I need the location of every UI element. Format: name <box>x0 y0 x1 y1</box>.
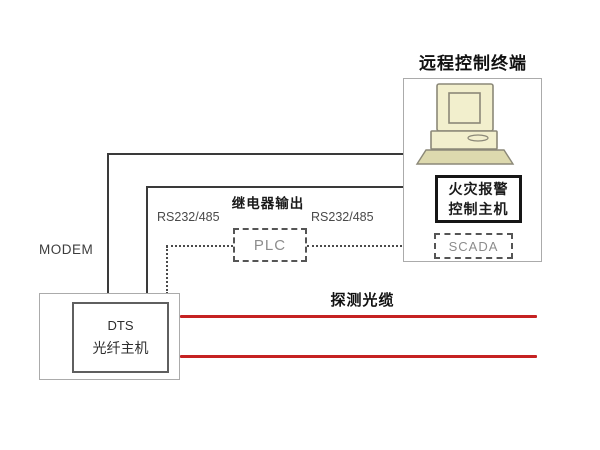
rs232-485-label-left: RS232/485 <box>157 210 220 224</box>
modem-connection-line-horizontal <box>107 153 428 155</box>
fire-alarm-host-label-line2: 控制主机 <box>448 201 509 217</box>
relay-connection-line-vertical <box>146 186 148 304</box>
detection-cable-line-bottom <box>180 355 537 358</box>
rs232-485-label-right: RS232/485 <box>311 210 374 224</box>
fire-alarm-host-box: 火灾报警 控制主机 <box>435 175 522 223</box>
detection-cable-line-top <box>180 315 537 318</box>
fire-alarm-host-label-line1: 火灾报警 <box>448 180 509 197</box>
plc-label: PLC <box>253 236 287 254</box>
dts-label: DTS <box>107 317 134 333</box>
rs232-line-vertical-to-dts <box>166 246 168 294</box>
relay-output-label: 继电器输出 <box>231 196 305 211</box>
rs232-line-plc-to-scada <box>307 245 434 247</box>
scada-label: SCADA <box>448 238 499 254</box>
plc-box: PLC <box>233 228 307 262</box>
modem-label: MODEM <box>39 242 94 257</box>
rs232-line-dts-to-plc <box>166 245 233 247</box>
modem-connection-line-vertical <box>107 153 109 304</box>
remote-terminal-title: 远程控制终端 <box>419 54 527 73</box>
desktop-computer-icon <box>415 83 515 165</box>
relay-connection-line-horizontal <box>146 186 436 188</box>
dts-host-label: 光纤主机 <box>92 339 149 356</box>
dts-host-box: DTS 光纤主机 <box>72 302 169 373</box>
scada-box: SCADA <box>434 233 513 259</box>
detection-cable-label: 探测光缆 <box>330 292 395 309</box>
